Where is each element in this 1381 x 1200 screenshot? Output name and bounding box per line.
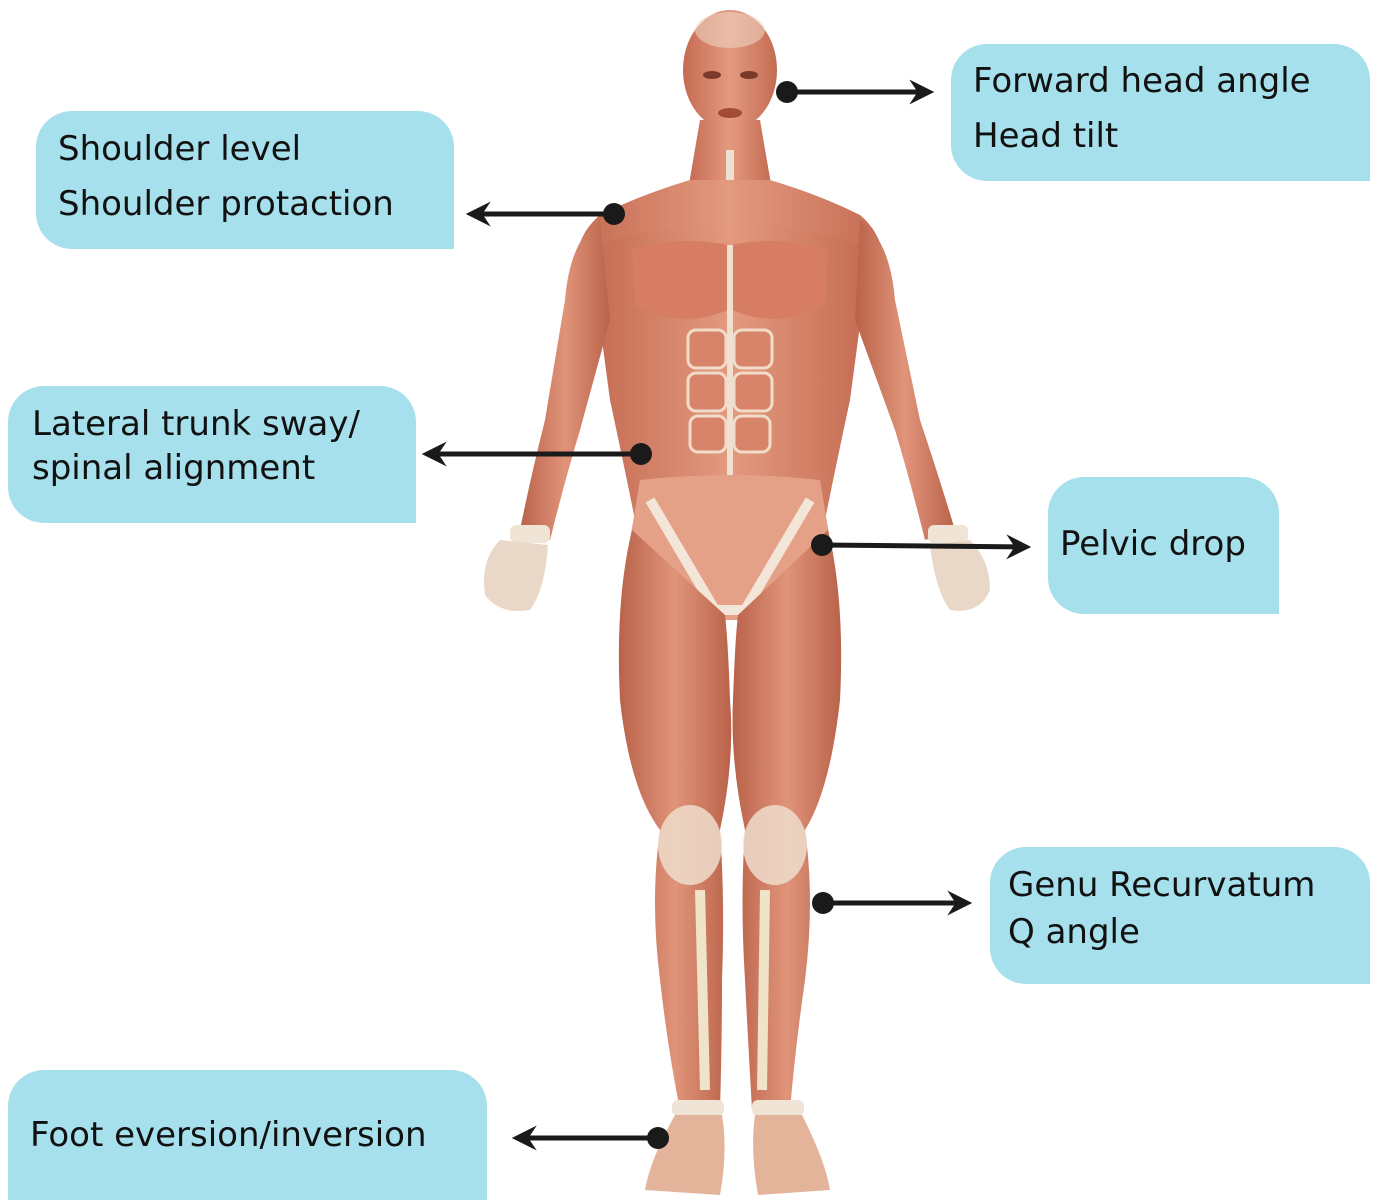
knee-label-box: Genu Recurvatum Q angle <box>990 847 1370 984</box>
label-foot-eversion-inversion: Foot eversion/inversion <box>30 1108 487 1163</box>
shoulder-arrow <box>472 203 625 225</box>
label-q-angle: Q angle <box>1008 909 1370 956</box>
head-arrow <box>776 81 928 103</box>
label-lateral-trunk-sway: Lateral trunk sway/ <box>32 402 416 446</box>
knee-arrow <box>812 892 966 914</box>
foot-label-box: Foot eversion/inversion <box>8 1070 487 1200</box>
label-shoulder-level: Shoulder level <box>58 122 454 177</box>
shoulder-label-box: Shoulder level Shoulder protaction <box>36 111 454 249</box>
label-forward-head-angle: Forward head angle <box>973 54 1370 109</box>
label-shoulder-protaction: Shoulder protaction <box>58 177 454 232</box>
label-genu-recurvatum: Genu Recurvatum <box>1008 862 1370 909</box>
pelvic-label-box: Pelvic drop <box>1048 477 1279 614</box>
trunk-label-box: Lateral trunk sway/ spinal alignment <box>8 386 416 523</box>
label-pelvic-drop: Pelvic drop <box>1060 517 1279 572</box>
label-spinal-alignment: spinal alignment <box>32 446 416 490</box>
pelvic-arrow <box>811 534 1025 556</box>
foot-arrow <box>518 1127 669 1149</box>
head-label-box: Forward head angle Head tilt <box>951 44 1370 181</box>
label-head-tilt: Head tilt <box>973 109 1370 164</box>
trunk-arrow <box>428 443 652 465</box>
